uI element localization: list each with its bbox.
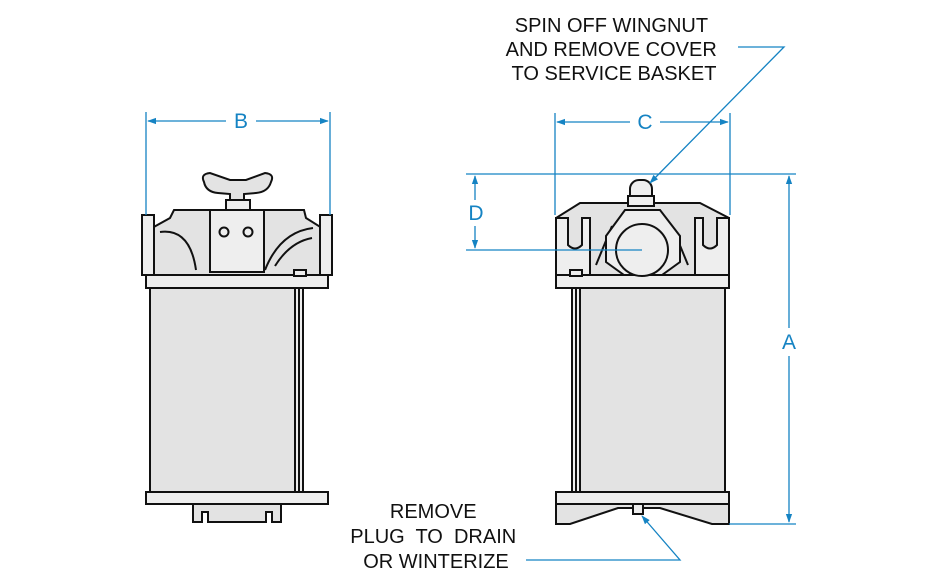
- wingnut-note-line-2: AND REMOVE COVER: [506, 39, 717, 61]
- front-view-base: [555, 503, 730, 525]
- dimension-label-c: C: [637, 111, 652, 134]
- side-view-center-bracket: [209, 209, 265, 273]
- side-view-left-flange: [141, 214, 155, 276]
- front-view-bottom-band: [555, 491, 730, 505]
- wingnut-note-line-3: TO SERVICE BASKET: [512, 63, 717, 85]
- side-view-bottom-band: [145, 491, 329, 505]
- side-view: [141, 171, 333, 523]
- front-view-body: [579, 286, 726, 493]
- dimension-label-a: A: [782, 331, 796, 354]
- front-view: [555, 179, 730, 525]
- wingnut-note: SPIN OFF WINGNUT AND REMOVE COVER TO SER…: [506, 15, 723, 85]
- drain-note-line-2: PLUG TO DRAIN: [350, 526, 516, 548]
- dimension-c: [554, 113, 731, 215]
- dimension-label-b: B: [234, 110, 248, 133]
- dimension-a: [729, 175, 796, 525]
- side-view-wingnut-icon: [201, 171, 274, 203]
- side-view-right-flange: [319, 214, 333, 276]
- wingnut-note-line-1: SPIN OFF WINGNUT: [515, 15, 708, 37]
- drain-note: REMOVE PLUG TO DRAIN OR WINTERIZE: [350, 501, 522, 573]
- dimension-b: [145, 112, 331, 215]
- side-view-base-feet: [192, 503, 282, 523]
- drain-note-line-1: REMOVE: [390, 501, 477, 523]
- drain-note-line-3: OR WINTERIZE: [363, 551, 509, 573]
- wingnut-callout-leader: [649, 46, 786, 184]
- dimension-d: [466, 173, 796, 251]
- drain-plug: [632, 503, 644, 515]
- side-view-body: [149, 286, 296, 493]
- dimension-label-d: D: [468, 202, 483, 225]
- drain-callout-leader: [526, 515, 682, 561]
